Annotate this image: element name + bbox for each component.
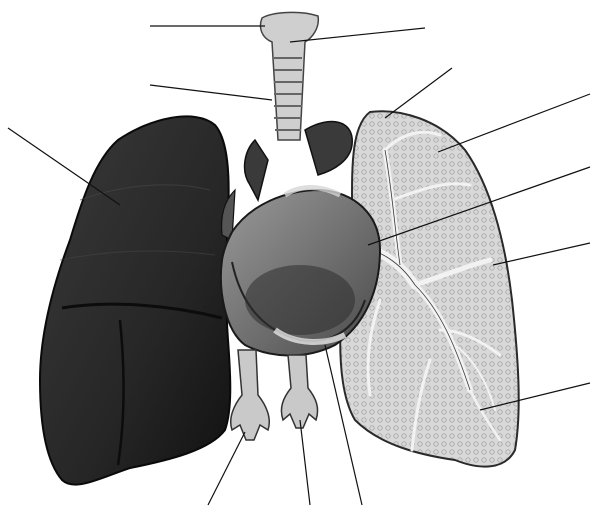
- leader-line-5: [438, 94, 590, 152]
- trachea: [260, 12, 318, 140]
- leader-line-3: [150, 85, 272, 100]
- leader-line-8: [493, 243, 590, 265]
- right-lung: [40, 116, 230, 484]
- leader-line-4: [385, 68, 452, 118]
- leader-line-10: [208, 432, 245, 505]
- lower-vessels: [231, 350, 318, 440]
- leader-line-11: [300, 420, 310, 505]
